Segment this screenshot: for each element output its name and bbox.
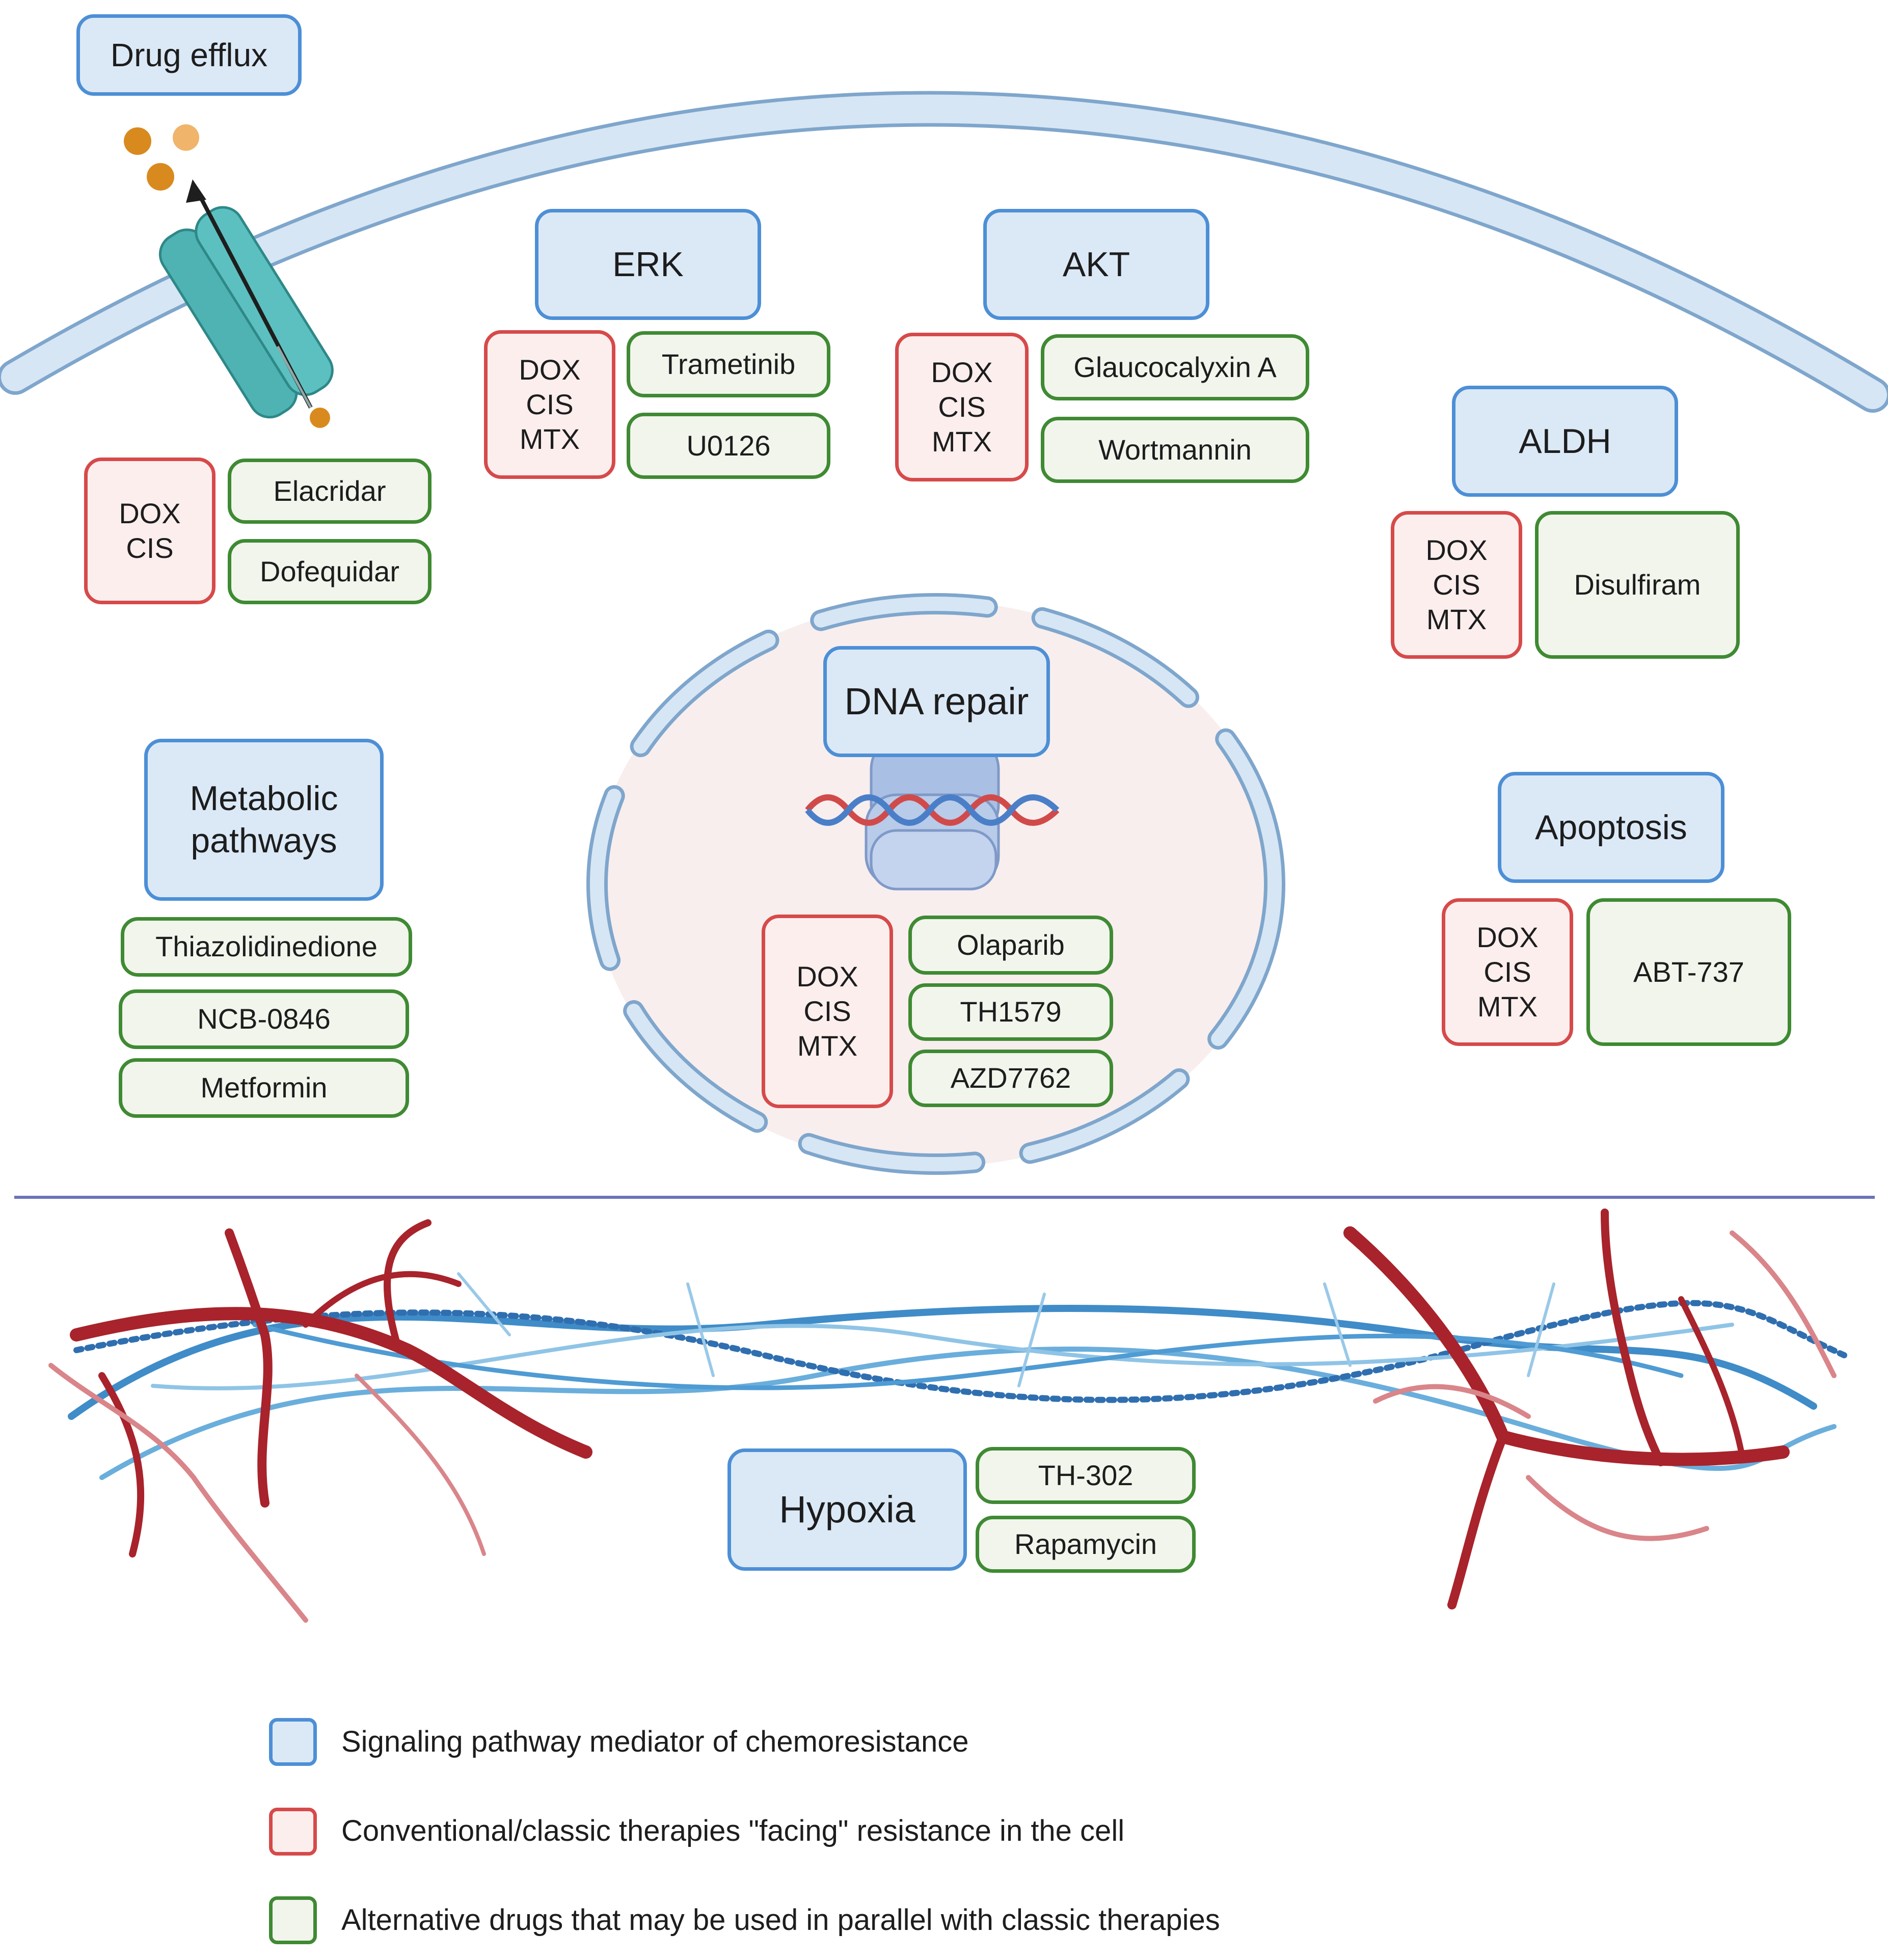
pathway-metabolic: Metabolic pathways (144, 739, 384, 901)
classic-drug: CIS (526, 388, 574, 420)
classic-drug: DOX (796, 960, 858, 992)
alt-drug-dofequidar: Dofequidar (228, 539, 431, 604)
blood-vessels (48, 1209, 1837, 1623)
classic-drug: DOX (931, 356, 993, 388)
alt-drug-thiazolidinedione: Thiazolidinedione (121, 917, 412, 977)
pathway-metabolic-line1: Metabolic (190, 779, 338, 818)
alt-drug-azd7762: AZD7762 (908, 1050, 1113, 1107)
pathway-erk: ERK (535, 209, 761, 320)
classic-drug: CIS (1433, 568, 1480, 601)
legend-swatch-alternative (269, 1896, 317, 1944)
alt-drug-metformin: Metformin (119, 1058, 409, 1118)
classic-drug: MTX (1477, 990, 1538, 1023)
classic-therapies-apoptosis: DOX CIS MTX (1442, 898, 1573, 1046)
pathway-metabolic-line2: pathways (191, 821, 337, 860)
alt-drug-disulfiram: Disulfiram (1535, 511, 1740, 659)
legend-label-classic: Conventional/classic therapies "facing" … (341, 1814, 1125, 1847)
alt-drug-wortmannin: Wortmannin (1041, 417, 1309, 483)
classic-therapies-akt: DOX CIS MTX (895, 333, 1029, 481)
classic-drug: DOX (119, 497, 181, 529)
alt-drug-glaucocalyxin-a: Glaucocalyxin A (1041, 334, 1309, 400)
classic-drug: CIS (803, 995, 851, 1027)
classic-drug: MTX (931, 425, 992, 458)
drug-particles-icon (124, 124, 330, 428)
alt-drug-ncb-0846: NCB-0846 (119, 989, 409, 1049)
pathway-aldh: ALDH (1452, 386, 1678, 497)
efflux-transporter-icon (158, 179, 334, 419)
alt-drug-th-302: TH-302 (976, 1447, 1196, 1504)
classic-drug: CIS (126, 532, 174, 564)
classic-drug: DOX (1476, 921, 1539, 953)
legend-swatch-classic (269, 1808, 317, 1856)
pathway-drug-efflux: Drug efflux (76, 14, 302, 96)
alt-drug-th1579: TH1579 (908, 983, 1113, 1041)
alt-drug-trametinib: Trametinib (627, 331, 830, 397)
classic-drug: CIS (938, 390, 986, 423)
classic-drug: MTX (519, 423, 580, 455)
alt-drug-olaparib: Olaparib (908, 916, 1113, 975)
classic-therapies-aldh: DOX CIS MTX (1391, 511, 1522, 659)
cell-membrane (0, 91, 1888, 413)
legend-swatch-signaling (269, 1718, 317, 1766)
classic-drug: DOX (1425, 533, 1488, 566)
alt-drug-elacridar: Elacridar (228, 459, 431, 524)
legend-label-alternative: Alternative drugs that may be used in pa… (341, 1903, 1220, 1937)
pathway-akt: AKT (983, 209, 1209, 320)
classic-drug: CIS (1484, 955, 1531, 988)
classic-therapies-erk: DOX CIS MTX (484, 330, 615, 479)
pathway-hypoxia: Hypoxia (727, 1448, 967, 1571)
pathway-apoptosis: Apoptosis (1498, 772, 1724, 883)
classic-therapies-efflux: DOX CIS (84, 458, 215, 604)
classic-drug: MTX (797, 1030, 858, 1062)
dna-repair-complex-icon (805, 732, 1060, 891)
alt-drug-abt-737: ABT-737 (1586, 898, 1791, 1046)
legend-label-signaling: Signaling pathway mediator of chemoresis… (341, 1725, 969, 1758)
alt-drug-rapamycin: Rapamycin (976, 1516, 1196, 1573)
classic-drug: DOX (519, 353, 581, 386)
pathway-dna-repair: DNA repair (823, 646, 1050, 757)
alt-drug-u0126: U0126 (627, 413, 830, 479)
classic-therapies-dna-repair: DOX CIS MTX (762, 915, 893, 1108)
classic-drug: MTX (1426, 603, 1487, 636)
